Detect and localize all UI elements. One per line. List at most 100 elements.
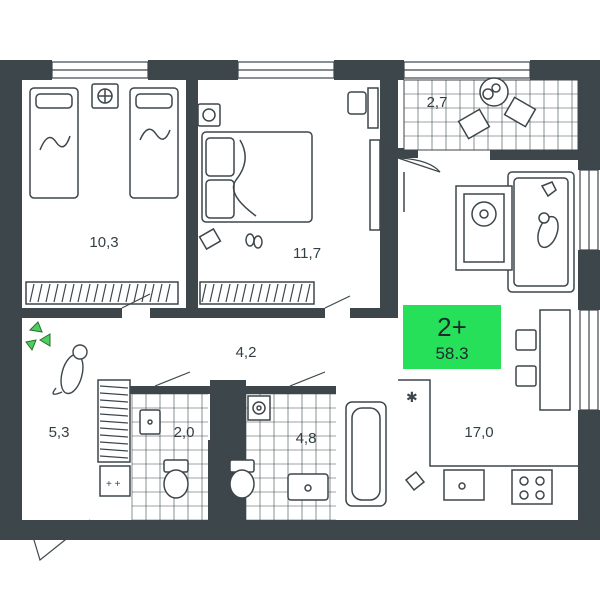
hatch-line (99, 413, 129, 417)
hatch-line (217, 283, 223, 303)
room-area-kitchen-living: 17,0 (464, 424, 493, 441)
hatch-line (133, 283, 139, 303)
hatch-line (85, 283, 91, 303)
hatch-line (99, 441, 129, 445)
hatch-line (281, 283, 287, 303)
hatch-line (225, 283, 231, 303)
fan-icon (91, 83, 119, 109)
hatch-line (101, 283, 107, 303)
hatch-line (233, 283, 239, 303)
hatch-line (77, 283, 83, 303)
room-area-balcony: 2,7 (427, 94, 448, 111)
main-bedroom-furniture (197, 87, 381, 251)
chair-icon (198, 227, 222, 251)
hatch-line (93, 283, 99, 303)
windows (51, 61, 599, 411)
wardrobe-hatch (99, 385, 129, 459)
slippers-icon (245, 233, 263, 249)
room-labels: 10,3 11,7 2,7 4,2 5,3 2,0 4,8 17,0 (49, 94, 494, 447)
wc-fixtures (139, 409, 189, 499)
hatch-line (99, 420, 129, 424)
hatch-line (265, 283, 271, 303)
desk-icon (347, 87, 379, 129)
chair-icon (503, 96, 537, 128)
rooms-count: 2+ (437, 312, 467, 342)
hatch-line (99, 385, 129, 389)
hatch-line (99, 427, 129, 431)
hatch-line (45, 283, 51, 303)
hatch-line (109, 283, 115, 303)
hatch-line (141, 283, 147, 303)
wardrobe-icon (199, 281, 315, 305)
room-area-wc: 2,0 (174, 424, 195, 441)
hatch-line (69, 283, 75, 303)
sink-icon (443, 469, 485, 501)
hatch-line (99, 434, 129, 438)
entrance-furniture: + + (97, 379, 131, 497)
hatch-line (157, 283, 163, 303)
sink-icon (287, 473, 329, 501)
hatch-line (53, 283, 59, 303)
area-badge: 2+ 58.3 (403, 305, 501, 369)
twin-beds (29, 83, 179, 199)
living-furniture (403, 171, 575, 411)
toilet-icon (163, 459, 189, 499)
hatch-line (249, 283, 255, 303)
wardrobe-icon (25, 281, 179, 305)
hatch-line (241, 283, 247, 303)
wardrobe-hatch (201, 283, 311, 303)
hatch-line (165, 283, 171, 303)
toilet-icon (229, 459, 255, 499)
hatch-line (125, 283, 131, 303)
plant-icon (25, 321, 51, 352)
room-area-bathroom: 4,8 (296, 430, 317, 447)
kettle-icon (404, 470, 426, 492)
hatch-line (99, 399, 129, 403)
wardrobe-icon (369, 139, 381, 231)
hatch-line (37, 283, 43, 303)
hatch-line (257, 283, 263, 303)
balcony-furniture (457, 77, 537, 140)
hatch-line (99, 455, 129, 459)
room-area-bedroom-twin: 10,3 (89, 234, 118, 251)
total-area: 58.3 (435, 344, 468, 363)
outer-walls (0, 60, 600, 540)
hatch-line (273, 283, 279, 303)
hatch-line (297, 283, 303, 303)
hatch-line (209, 283, 215, 303)
stove-icon (511, 469, 553, 505)
cat-icon (537, 212, 559, 249)
sink-icon (139, 409, 161, 435)
washer-icon (247, 395, 271, 421)
wardrobe-hatch (29, 283, 171, 303)
area-badge-background (403, 305, 501, 369)
hatch-line (61, 283, 67, 303)
room-area-entrance: 5,3 (49, 424, 70, 441)
fan-icon (197, 103, 221, 127)
cat-icon (52, 344, 88, 395)
bed-icon (29, 87, 79, 199)
hatch-line (99, 448, 129, 452)
hatch-line (305, 283, 311, 303)
hatch-line (149, 283, 155, 303)
room-area-hallway: 4,2 (236, 344, 257, 361)
cabinet-icon (99, 465, 131, 497)
table-icon (515, 309, 571, 411)
svg-text:✱: ✱ (406, 390, 418, 406)
bathtub-icon (345, 401, 387, 507)
kitchen-counter: ✱ (398, 379, 578, 505)
hatch-line (99, 406, 129, 410)
svg-text:+ +: + + (106, 479, 121, 490)
hatch-line (99, 392, 129, 396)
pillow-icon (540, 181, 557, 198)
doors (27, 157, 441, 562)
rug-icon (455, 185, 513, 271)
room-area-bedroom-main: 11,7 (293, 245, 321, 262)
bed-icon (129, 87, 179, 199)
bed-icon (201, 131, 313, 223)
bathroom-fixtures (229, 395, 387, 507)
hatch-line (29, 283, 35, 303)
hatch-line (201, 283, 207, 303)
hatch-line (289, 283, 295, 303)
